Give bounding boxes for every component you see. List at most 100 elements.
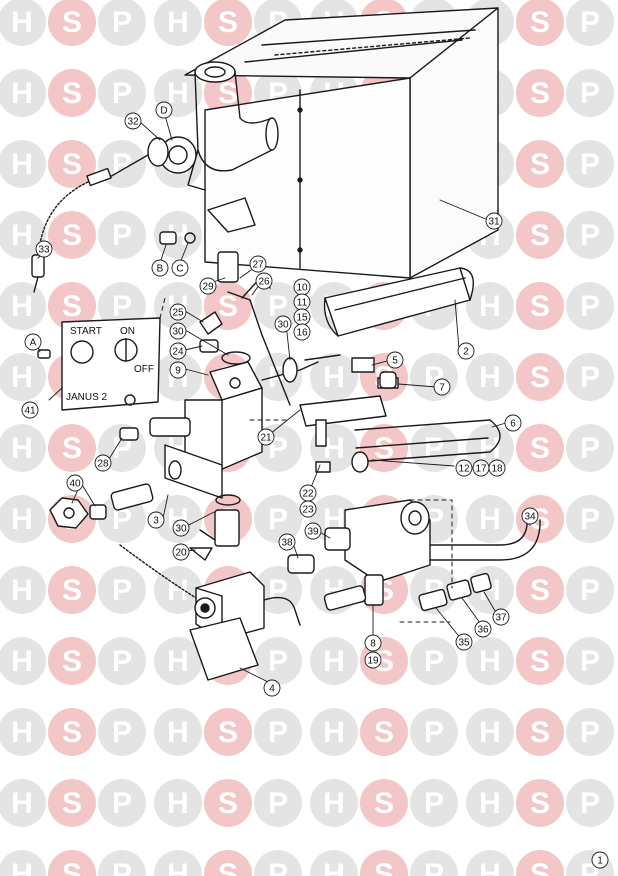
watermark-disc	[154, 495, 202, 543]
watermark-letter: S	[374, 645, 394, 678]
callout-28: 28	[94, 454, 112, 472]
svg-text:38: 38	[281, 538, 293, 549]
watermark-letter: H	[323, 432, 345, 465]
watermark-disc	[566, 637, 614, 685]
watermark-letter: H	[11, 503, 33, 536]
burner-connector	[86, 136, 197, 187]
watermark-letter: P	[580, 148, 600, 181]
callout-36: 36	[474, 620, 492, 638]
main-burner	[323, 267, 474, 337]
watermark-letter: S	[530, 148, 550, 181]
callout-7: 7	[433, 378, 451, 396]
callout-1: 1	[591, 851, 609, 869]
watermark-disc	[516, 850, 564, 876]
watermark-disc	[254, 708, 302, 756]
svg-text:29: 29	[202, 282, 214, 293]
watermark-letter: P	[580, 503, 600, 536]
watermark-letter: H	[11, 148, 33, 181]
watermark-letter: P	[580, 290, 600, 323]
watermark-letter: H	[167, 716, 189, 749]
watermark-disc	[98, 0, 146, 46]
watermark-disc	[0, 637, 46, 685]
watermark-disc	[466, 779, 514, 827]
watermark-disc	[254, 779, 302, 827]
callout-30b: 30	[274, 315, 292, 333]
panel-start-label: START	[70, 326, 102, 337]
watermark-disc	[154, 708, 202, 756]
callout-b: B	[151, 259, 169, 277]
svg-text:9: 9	[175, 366, 181, 377]
watermark-disc	[48, 140, 96, 188]
watermark-letter: H	[11, 645, 33, 678]
watermark-letter: H	[167, 787, 189, 820]
watermark-letter: P	[580, 787, 600, 820]
watermark-disc	[466, 353, 514, 401]
watermark-disc	[566, 353, 614, 401]
watermark-disc	[0, 850, 46, 876]
callout-25: 25	[169, 303, 187, 321]
watermark-disc	[516, 282, 564, 330]
watermark-letter: S	[530, 219, 550, 252]
svg-text:17: 17	[475, 464, 487, 475]
watermark-letter: S	[62, 432, 82, 465]
watermark-letter: S	[530, 361, 550, 394]
svg-text:37: 37	[495, 613, 507, 624]
watermark-disc	[566, 495, 614, 543]
watermark-letter: S	[374, 432, 394, 465]
watermark-disc	[254, 850, 302, 876]
watermark-disc	[410, 779, 458, 827]
watermark-disc	[466, 495, 514, 543]
watermark-letter: P	[424, 716, 444, 749]
watermark-letter: S	[374, 716, 394, 749]
callout-23: 23	[299, 500, 317, 518]
panel-off-label: OFF	[134, 364, 154, 375]
watermark-letter: S	[62, 219, 82, 252]
watermark-disc	[154, 779, 202, 827]
watermark-letter: S	[530, 645, 550, 678]
watermark-disc	[254, 637, 302, 685]
watermark-letter: H	[323, 858, 345, 876]
svg-text:16: 16	[296, 328, 308, 339]
watermark-letter: H	[11, 858, 33, 876]
callout-3: 3	[147, 511, 165, 529]
watermark-letter: H	[323, 787, 345, 820]
svg-text:41: 41	[24, 406, 36, 417]
callout-18: 18	[488, 459, 506, 477]
watermark-disc	[204, 779, 252, 827]
watermark-disc	[0, 0, 46, 46]
watermark-disc	[410, 850, 458, 876]
watermark-letter: S	[218, 716, 238, 749]
watermark-letter: S	[62, 858, 82, 876]
svg-text:21: 21	[260, 433, 272, 444]
svg-text:30: 30	[172, 327, 184, 338]
svg-text:19: 19	[367, 656, 379, 667]
watermark-disc	[48, 708, 96, 756]
watermark-disc	[98, 282, 146, 330]
callout-39: 39	[304, 522, 322, 540]
watermark-letter: P	[112, 290, 132, 323]
svg-text:32: 32	[127, 117, 139, 128]
callout-5: 5	[386, 351, 404, 369]
callout-41: 41	[21, 401, 39, 419]
control-panel	[61, 317, 161, 411]
watermark-disc	[516, 495, 564, 543]
callout-38: 38	[278, 533, 296, 551]
callout-11: 11	[293, 293, 311, 311]
watermark-disc	[0, 708, 46, 756]
watermark-disc	[310, 708, 358, 756]
watermark-disc	[566, 0, 614, 46]
svg-text:20: 20	[175, 548, 187, 559]
watermark-disc	[410, 708, 458, 756]
watermark-disc	[98, 850, 146, 876]
watermark-disc	[310, 850, 358, 876]
watermark-disc	[98, 708, 146, 756]
watermark-letter: H	[11, 787, 33, 820]
callout-9: 9	[169, 361, 187, 379]
watermark-letter: S	[374, 858, 394, 876]
callout-a: A	[24, 333, 42, 351]
watermark-letter: P	[112, 574, 132, 607]
watermark-letter: H	[11, 6, 33, 39]
watermark-disc	[410, 424, 458, 472]
watermark-letter: S	[62, 6, 82, 39]
svg-text:15: 15	[296, 313, 308, 324]
